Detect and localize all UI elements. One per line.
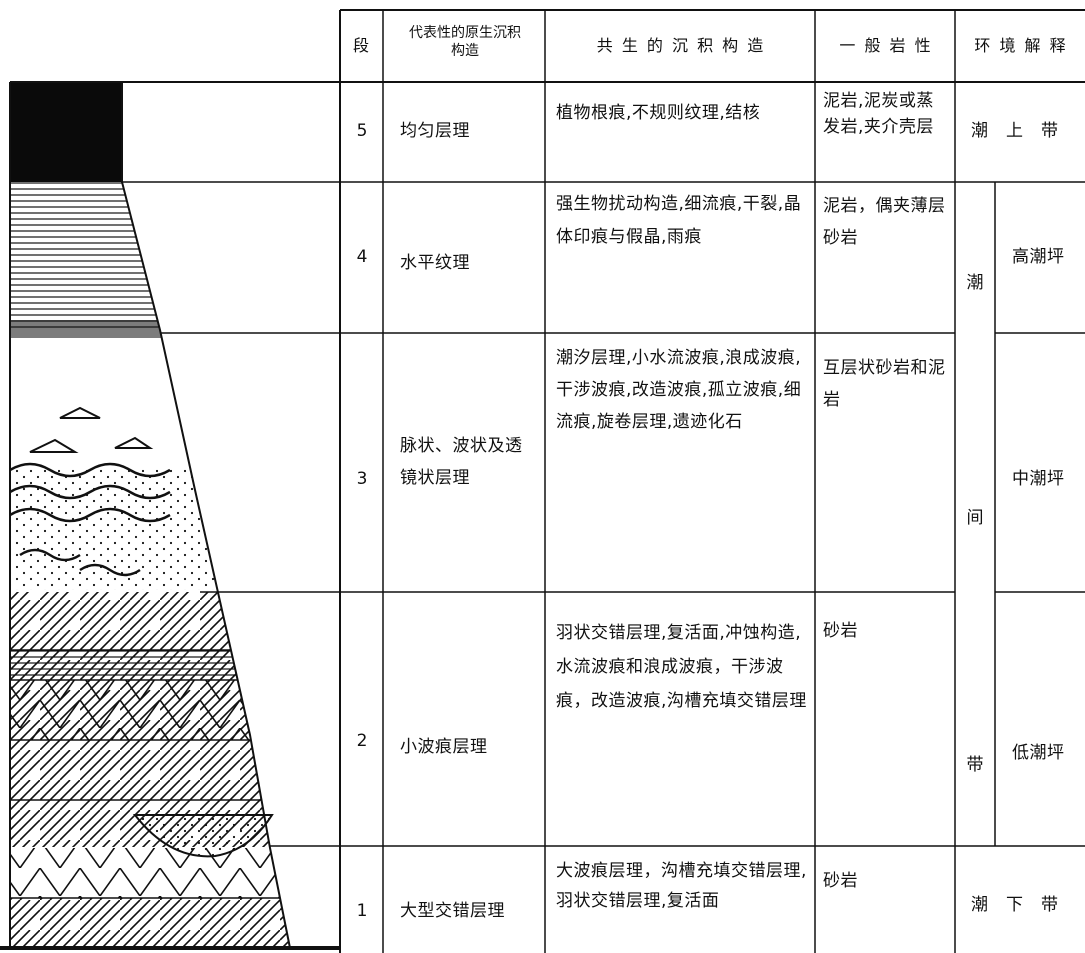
header-lithology: 一 般 岩 性 — [839, 36, 933, 55]
header-coexisting-structures: 共 生 的 沉 积 构 造 — [596, 36, 766, 55]
env-intertidal-char-2: 间 — [966, 508, 984, 528]
row-3-primary: 脉状、波状及透镜状层理 — [400, 436, 523, 488]
row-4-primary: 水平纹理 — [400, 253, 470, 273]
env-high-flat: 高潮坪 — [1012, 247, 1065, 267]
header-environment: 环 境 解 释 — [974, 36, 1068, 55]
env-intertidal-char-3: 带 — [966, 755, 984, 775]
channel-fill-lens — [132, 814, 274, 858]
row-3-segment: 3 — [356, 469, 368, 489]
row-2-segment: 2 — [356, 731, 368, 751]
row-5-primary: 均匀层理 — [400, 121, 470, 141]
row-2-coexisting: 羽状交错层理,复活面,冲蚀构造,水流波痕和浪成波痕，干涉波痕，改造波痕,沟槽充填… — [556, 623, 807, 711]
row-1-lithology: 砂岩 — [823, 871, 858, 891]
row-2-lithology: 砂岩 — [823, 621, 858, 641]
env-subtidal: 潮下带 — [971, 895, 1076, 915]
row-1-coexisting: 大波痕层理，沟槽充填交错层理,羽状交错层理,复活面 — [556, 861, 807, 911]
row-4-lithology: 泥岩，偶夹薄层砂岩 — [823, 196, 946, 248]
row-5-lithology: 泥岩,泥炭或蒸发岩,夹介壳层 — [823, 91, 934, 137]
row-4-coexisting: 强生物扰动构造,细流痕,干裂,晶体印痕与假晶,雨痕 — [556, 194, 802, 247]
env-intertidal-char-1: 潮 — [966, 273, 984, 293]
env-supratidal: 潮上带 — [971, 121, 1076, 141]
row-4-segment: 4 — [356, 247, 368, 267]
row-1-primary: 大型交错层理 — [400, 901, 505, 921]
row-5-segment: 5 — [356, 121, 368, 141]
row-3-lithology: 互层状砂岩和泥岩 — [823, 358, 946, 410]
row-5-coexisting: 植物根痕,不规则纹理,结核 — [556, 103, 761, 123]
row-1-segment: 1 — [356, 901, 368, 921]
header-primary-structure: 代表性的原生沉积构造 — [409, 25, 521, 59]
stratigraphic-column — [0, 81, 340, 950]
env-low-flat: 低潮坪 — [1012, 743, 1065, 763]
row-3-coexisting: 潮汐层理,小水流波痕,浪成波痕,干涉波痕,改造波痕,孤立波痕,细流痕,旋卷层理,… — [556, 348, 802, 432]
header-segment: 段 — [352, 36, 371, 55]
env-middle-flat: 中潮坪 — [1012, 469, 1065, 489]
row-2-primary: 小波痕层理 — [400, 737, 488, 757]
